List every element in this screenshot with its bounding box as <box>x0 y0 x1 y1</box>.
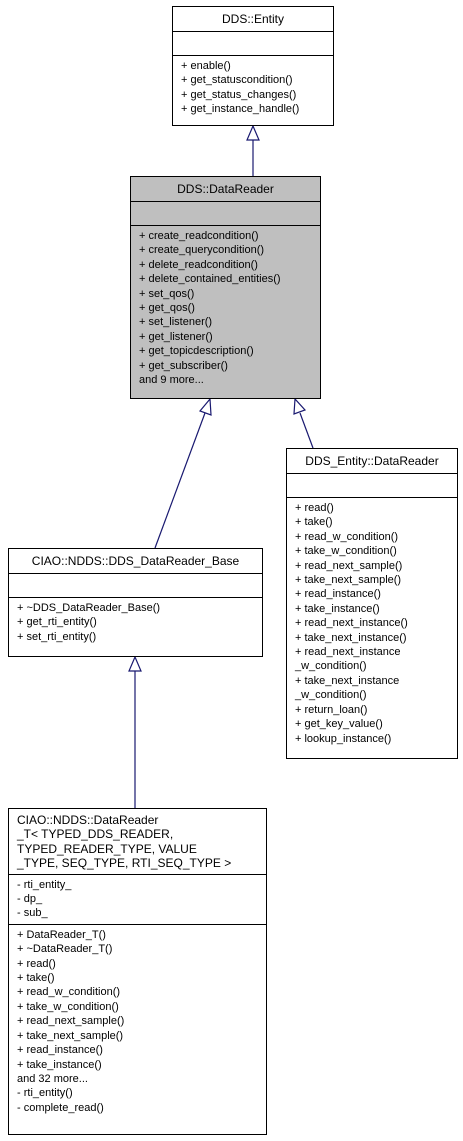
member-line: + create_readcondition() <box>139 230 259 242</box>
operations-section: + DataReader_T() + ~DataReader_T()+ read(… <box>9 925 266 1118</box>
edge-base-datareader <box>154 412 206 549</box>
class-name: DDS::Entity <box>173 7 333 32</box>
member-line: CIAO::NDDS::DataReader <box>17 813 159 827</box>
member-line: _w_condition() <box>295 689 367 702</box>
class-box-datareader-base[interactable]: CIAO::NDDS::DDS_DataReader_Base + ~DDS_D… <box>8 548 263 657</box>
member-line: + take() <box>17 972 55 985</box>
member-line: + set_rti_entity() <box>17 630 97 643</box>
member-line: + ~DataReader_T() <box>17 943 113 956</box>
operations-section: + create_readcondition() + create_queryco… <box>131 226 320 390</box>
edge-entity-datareader-datareader <box>299 412 314 449</box>
class-box-entity-datareader[interactable]: DDS_Entity::DataReader + read()+ take()+… <box>286 448 458 759</box>
member-line: + read_next_instance <box>295 646 401 659</box>
attributes-section <box>173 32 333 56</box>
member-line: + take_next_sample() <box>17 1029 124 1042</box>
class-box-datareader-t[interactable]: CIAO::NDDS::DataReader_T< TYPED_DDS_READ… <box>8 808 267 1135</box>
class-box-entity[interactable]: DDS::Entity + enable()+ get_statuscondit… <box>172 6 334 126</box>
member-line: TYPED_READER_TYPE, VALUE <box>17 841 197 856</box>
edge-arrowhead-entity <box>246 124 260 141</box>
class-name: DDS_Entity::DataReader <box>287 449 457 474</box>
member-line: + delete_readcondition() <box>139 258 258 271</box>
class-name: CIAO::NDDS::DataReader_T< TYPED_DDS_READ… <box>9 809 266 875</box>
member-line: + get_listener() <box>139 330 213 343</box>
member-line: + read_next_instance() <box>295 617 408 630</box>
member-line: + get_status_changes() <box>181 88 297 101</box>
member-line: + read_w_condition() <box>17 986 121 999</box>
attributes-section <box>9 574 262 598</box>
member-line: and 9 more... <box>139 374 204 387</box>
member-line: + take_w_condition() <box>17 1000 119 1013</box>
member-line: + get_subscriber() <box>139 359 228 372</box>
member-line: _T< TYPED_DDS_READER, <box>17 827 174 842</box>
member-line: + create_querycondition() <box>139 244 265 257</box>
member-line: + read() <box>17 957 56 970</box>
member-line: + take_next_sample() <box>295 574 402 587</box>
operations-section: + read() + take()+ read_w_condition() + ta… <box>287 498 457 749</box>
edge-arrowhead-datareader-right <box>293 397 307 415</box>
attributes-section <box>287 474 457 498</box>
member-line: + take_instance() <box>17 1058 102 1071</box>
member-line: + set_listener() <box>139 316 213 329</box>
member-line: + take_instance() <box>295 602 380 615</box>
member-line: - rti_entity_ <box>17 878 72 891</box>
class-name: DDS::DataReader <box>131 177 320 202</box>
member-line: + get_rti_entity() <box>17 616 97 629</box>
edge-arrowhead-datareader-left <box>198 397 212 416</box>
member-line: + return_loan() <box>295 703 368 716</box>
member-line: _w_condition() <box>295 660 367 673</box>
member-line: + get_qos() <box>139 302 195 315</box>
member-line: - sub_ <box>17 907 48 920</box>
member-line: + enable() <box>181 60 231 72</box>
member-line: + read() <box>295 502 334 514</box>
operations-section: + enable() + get_statuscondition()+ get_s… <box>173 56 333 120</box>
class-name: CIAO::NDDS::DDS_DataReader_Base <box>9 549 262 574</box>
attributes-section: - rti_entity_ - dp_- sub_ <box>9 875 266 925</box>
class-box-datareader[interactable]: DDS::DataReader + create_readcondition()… <box>130 176 321 399</box>
member-line: + set_qos() <box>139 287 195 300</box>
member-line: and 32 more... <box>17 1072 88 1085</box>
member-line: + get_key_value() <box>295 718 383 731</box>
member-line: _TYPE, SEQ_TYPE, RTI_SEQ_TYPE > <box>17 856 232 871</box>
member-line: + take_w_condition() <box>295 545 397 558</box>
member-line: + delete_contained_entities() <box>139 273 281 286</box>
member-line: + take_next_instance <box>295 674 400 687</box>
member-line: - complete_read() <box>17 1101 104 1114</box>
member-line: + get_topicdescription() <box>139 345 254 358</box>
member-line: + DataReader_T() <box>17 928 106 941</box>
member-line: + read_w_condition() <box>295 530 399 543</box>
edge-arrowhead-base <box>128 655 142 672</box>
member-line: - rti_entity() <box>17 1087 73 1100</box>
member-line: + read_instance() <box>17 1044 103 1057</box>
member-line: + read_next_sample() <box>295 559 403 572</box>
member-line: + read_next_sample() <box>17 1015 125 1028</box>
member-line: + take_next_instance() <box>295 631 407 644</box>
attributes-section <box>131 202 320 226</box>
member-line: - dp_ <box>17 893 43 906</box>
member-line: + read_instance() <box>295 588 381 601</box>
member-line: + lookup_instance() <box>295 732 392 745</box>
member-line: + take() <box>295 516 333 529</box>
member-line: + get_instance_handle() <box>181 103 300 116</box>
operations-section: + ~DDS_DataReader_Base() + get_rti_entity… <box>9 598 262 647</box>
member-line: + get_statuscondition() <box>181 74 293 87</box>
member-line: + ~DDS_DataReader_Base() <box>17 602 161 614</box>
